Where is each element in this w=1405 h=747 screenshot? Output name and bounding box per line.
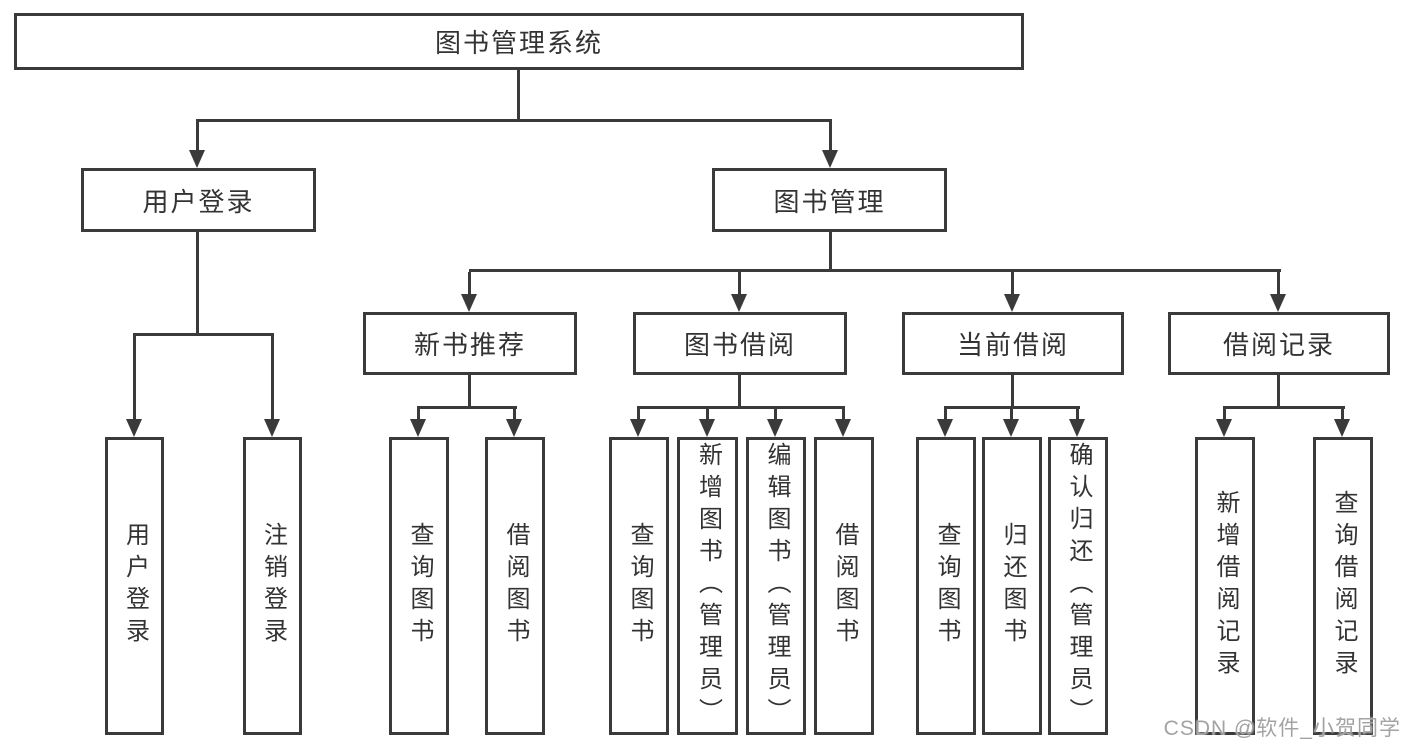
leaf-confirm-return-admin: 确认归还（管理员） [1048, 437, 1108, 735]
connector-to-user-login [196, 122, 199, 151]
connector-to-new-book [468, 272, 471, 294]
connector-stem [513, 409, 516, 420]
leaf-label: 注销登录 [259, 522, 287, 650]
connector-stem [706, 409, 709, 420]
arrowhead-down-icon [937, 419, 953, 437]
connector-current-borrowing-bar [944, 406, 1080, 409]
connector-to-current-borrowing [1011, 272, 1014, 294]
node-new-book-recommend: 新书推荐 [363, 312, 577, 375]
connector-stem [1076, 409, 1079, 420]
leaf-borrow-books-recommend: 借阅图书 [485, 437, 545, 735]
arrowhead-down-icon [189, 150, 205, 168]
leaf-logout-login: 注销登录 [243, 437, 302, 735]
node-book-borrowing: 图书借阅 [633, 312, 847, 375]
leaf-label: 新增借阅记录 [1212, 490, 1239, 682]
connector-book-borrowing-drop [738, 375, 741, 408]
arrowhead-down-icon [822, 150, 838, 168]
arrowhead-down-icon [410, 419, 426, 437]
connector-to-book-management [829, 122, 832, 151]
leaf-label: 用户登录 [121, 522, 149, 650]
connector-stem [774, 409, 777, 420]
leaf-query-borrow-record: 查询借阅记录 [1313, 437, 1373, 735]
connector-new-book-drop [468, 375, 471, 408]
connector-book-management-drop [829, 232, 832, 272]
leaf-query-books-recommend: 查询图书 [389, 437, 449, 735]
connector-stem [1341, 409, 1344, 420]
leaf-borrow-books-borrowing: 借阅图书 [814, 437, 874, 735]
leaf-add-borrow-record: 新增借阅记录 [1195, 437, 1255, 735]
leaf-label: 归还图书 [999, 522, 1026, 650]
connector-stem [1223, 409, 1226, 420]
connector-to-book-borrowing [738, 272, 741, 294]
arrowhead-down-icon [1004, 294, 1020, 312]
connector-stem [842, 409, 845, 420]
arrowhead-down-icon [1069, 419, 1085, 437]
node-user-login: 用户登录 [81, 168, 316, 232]
node-library-system: 图书管理系统 [14, 13, 1024, 70]
leaf-label: 确认归还（管理员） [1065, 442, 1092, 730]
leaf-query-books-borrowing: 查询图书 [609, 437, 669, 735]
leaf-user-login: 用户登录 [105, 437, 164, 735]
connector-level3-bar [469, 269, 1281, 272]
connector-stem [637, 409, 640, 420]
arrowhead-down-icon [699, 419, 715, 437]
connector-new-book-bar [417, 406, 517, 409]
connector-user-login-drop [196, 232, 199, 336]
connector-current-borrowing-drop [1011, 375, 1014, 408]
leaf-label: 查询图书 [933, 522, 960, 650]
leaf-label: 借阅图书 [831, 522, 858, 650]
leaf-label: 查询图书 [406, 522, 433, 650]
connector-stem [417, 409, 420, 420]
connector-borrowing-records-bar [1223, 406, 1345, 409]
connector-level1-bar [196, 119, 832, 122]
arrowhead-down-icon [264, 419, 280, 437]
node-book-management: 图书管理 [712, 168, 947, 232]
leaf-edit-books-admin: 编辑图书（管理员） [746, 437, 806, 735]
leaf-label: 查询借阅记录 [1330, 490, 1357, 682]
connector-user-login-bar [133, 333, 274, 336]
connector-book-borrowing-bar [637, 406, 845, 409]
arrowhead-down-icon [1216, 419, 1232, 437]
arrowhead-down-icon [630, 419, 646, 437]
arrowhead-down-icon [835, 419, 851, 437]
node-borrowing-records: 借阅记录 [1168, 312, 1390, 375]
connector-stem [944, 409, 947, 420]
leaf-return-books: 归还图书 [982, 437, 1042, 735]
connector-to-borrowing-records [1277, 272, 1280, 294]
leaf-label: 新增图书（管理员） [694, 442, 722, 730]
connector-root-drop [517, 70, 520, 121]
connector-stem [1010, 409, 1013, 420]
arrowhead-down-icon [1334, 419, 1350, 437]
arrowhead-down-icon [731, 294, 747, 312]
connector-to-leaf-user-login [133, 336, 136, 419]
leaf-add-books-admin: 新增图书（管理员） [677, 437, 738, 735]
csdn-watermark: CSDN @软件_小贺同学 [1163, 717, 1401, 740]
arrowhead-down-icon [126, 419, 142, 437]
arrowhead-down-icon [506, 419, 522, 437]
leaf-query-books-current: 查询图书 [916, 437, 976, 735]
arrowhead-down-icon [1003, 419, 1019, 437]
arrowhead-down-icon [461, 294, 477, 312]
connector-borrowing-records-drop [1277, 375, 1280, 408]
connector-to-leaf-logout [271, 336, 274, 419]
leaf-label: 查询图书 [626, 522, 653, 650]
node-current-borrowing: 当前借阅 [902, 312, 1124, 375]
leaf-label: 借阅图书 [502, 522, 529, 650]
arrowhead-down-icon [1270, 294, 1286, 312]
arrowhead-down-icon [767, 419, 783, 437]
leaf-label: 编辑图书（管理员） [763, 442, 790, 730]
